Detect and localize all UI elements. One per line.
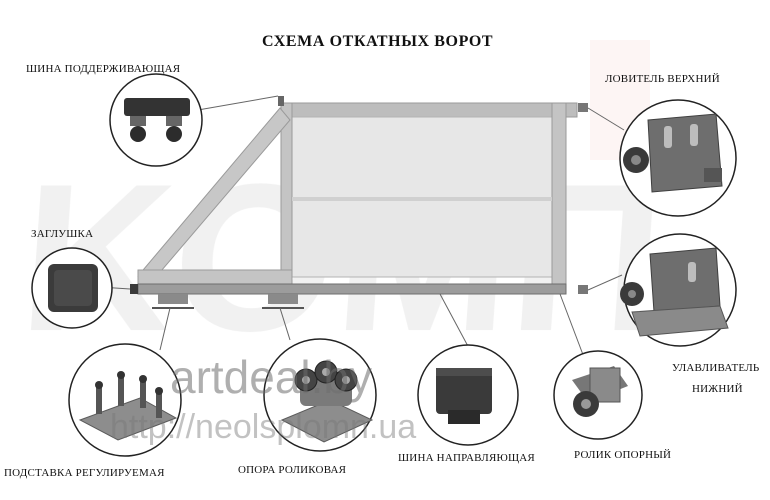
bottom-catcher-detail [620,233,737,347]
label-adjustable-base: ПОДСТАВКА РЕГУЛИРУЕМАЯ [4,467,165,479]
guide-rail-detail [417,344,519,446]
label-support-roller: РОЛИК ОПОРНЫЙ [574,449,672,461]
label-support-rail: ШИНА ПОДДЕРЖИВАЮЩАЯ [26,63,181,75]
support-rail-detail [109,73,203,167]
roller-support-detail [263,338,377,452]
watermark-main: artdeal.by [170,351,373,403]
gate-frame [130,96,588,309]
diagram-title: СХЕМА ОТКАТНЫХ ВОРОТ [262,33,494,50]
watermark-url: http://neolsplomn.ua [110,408,417,446]
support-roller-detail [553,350,643,440]
label-bottom-catcher-line2: НИЖНИЙ [692,383,743,395]
label-roller-support: ОПОРА РОЛИКОВАЯ [238,464,347,476]
label-bottom-catcher-line1: УЛАВЛИВАТЕЛЬ [672,362,760,374]
adjustable-base-detail [68,343,182,457]
end-cap-detail [31,247,113,329]
label-guide-rail: ШИНА НАПРАВЛЯЮЩАЯ [398,452,535,464]
top-catcher-detail [619,99,737,217]
label-end-cap: ЗАГЛУШКА [31,228,94,240]
label-top-catcher: ЛОВИТЕЛЬ ВЕРХНИЙ [605,73,720,85]
